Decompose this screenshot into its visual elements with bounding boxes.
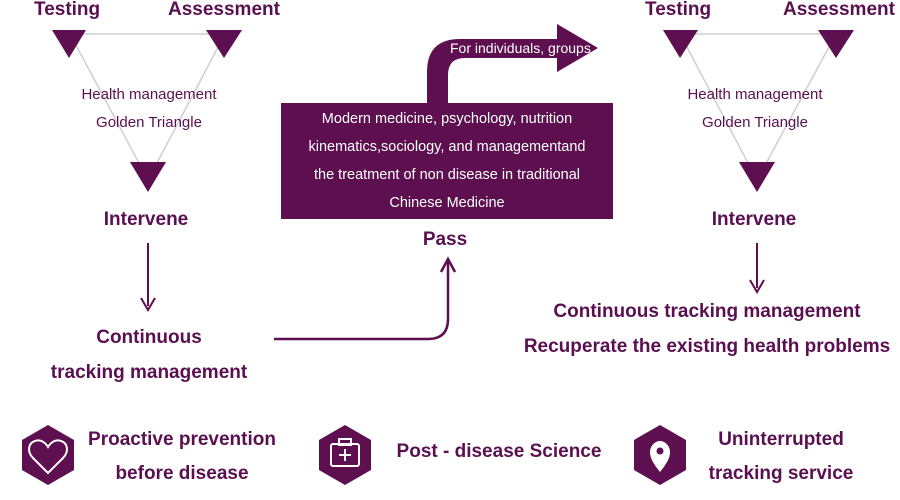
footer-3-line2: tracking service	[708, 463, 854, 484]
right-intervene-marker	[739, 162, 775, 192]
right-testing-marker	[663, 30, 698, 58]
methods-box: Modern medicine, psychology, nutrition k…	[281, 103, 613, 219]
left-intervene-marker	[130, 162, 166, 192]
footer-3-line1: Uninterrupted	[718, 429, 844, 450]
footer-2-line1: Post - disease Science	[396, 441, 602, 462]
right-continuous-tracking-label: Continuous tracking management	[553, 301, 861, 322]
medical-kit-icon	[330, 438, 360, 467]
location-pin-icon	[650, 441, 670, 472]
left-assessment-marker	[206, 30, 242, 58]
methods-line-1: Modern medicine, psychology, nutrition	[321, 111, 573, 127]
connector-to-pass-arrow	[274, 256, 457, 341]
left-testing-marker	[52, 30, 86, 58]
big-bent-arrow	[427, 24, 598, 103]
left-golden-triangle	[52, 30, 242, 192]
left-continuous-label: Continuous	[96, 327, 202, 348]
methods-line-4: Chinese Medicine	[389, 195, 505, 211]
right-assessment-label: Assessment	[783, 0, 895, 20]
right-triangle-title-line1: Health management	[687, 86, 823, 103]
footer-proactive-prevention-label: Proactive prevention before disease	[82, 423, 282, 491]
pass-label: Pass	[422, 229, 468, 250]
right-intervene-label: Intervene	[711, 209, 797, 230]
left-triangle-title-line1: Health management	[81, 86, 217, 103]
right-down-arrow	[749, 243, 765, 294]
footer-post-disease-label: Post - disease Science	[392, 435, 606, 469]
left-down-arrow	[140, 243, 156, 312]
left-tracking-management-label: tracking management	[50, 362, 248, 383]
methods-line-3: the treatment of non disease in traditio…	[314, 167, 580, 183]
right-golden-triangle	[663, 30, 854, 192]
footer-1-line1: Proactive prevention	[88, 429, 276, 450]
heart-icon	[28, 439, 68, 475]
right-assessment-marker	[818, 30, 854, 58]
bent-arrow-text: For individuals, groups	[450, 40, 591, 56]
footer-1-line2: before disease	[115, 463, 249, 484]
footer-uninterrupted-label: Uninterrupted tracking service	[700, 423, 862, 491]
right-triangle-title-line2: Golden Triangle	[702, 114, 808, 131]
left-testing-label: Testing	[34, 0, 101, 20]
right-recuperate-label: Recuperate the existing health problems	[523, 336, 891, 357]
methods-line-2: kinematics,sociology, and managementand	[308, 139, 586, 155]
right-testing-label: Testing	[645, 0, 712, 20]
left-assessment-label: Assessment	[168, 0, 280, 20]
left-triangle-title-line2: Golden Triangle	[96, 114, 202, 131]
left-intervene-label: Intervene	[103, 209, 189, 230]
